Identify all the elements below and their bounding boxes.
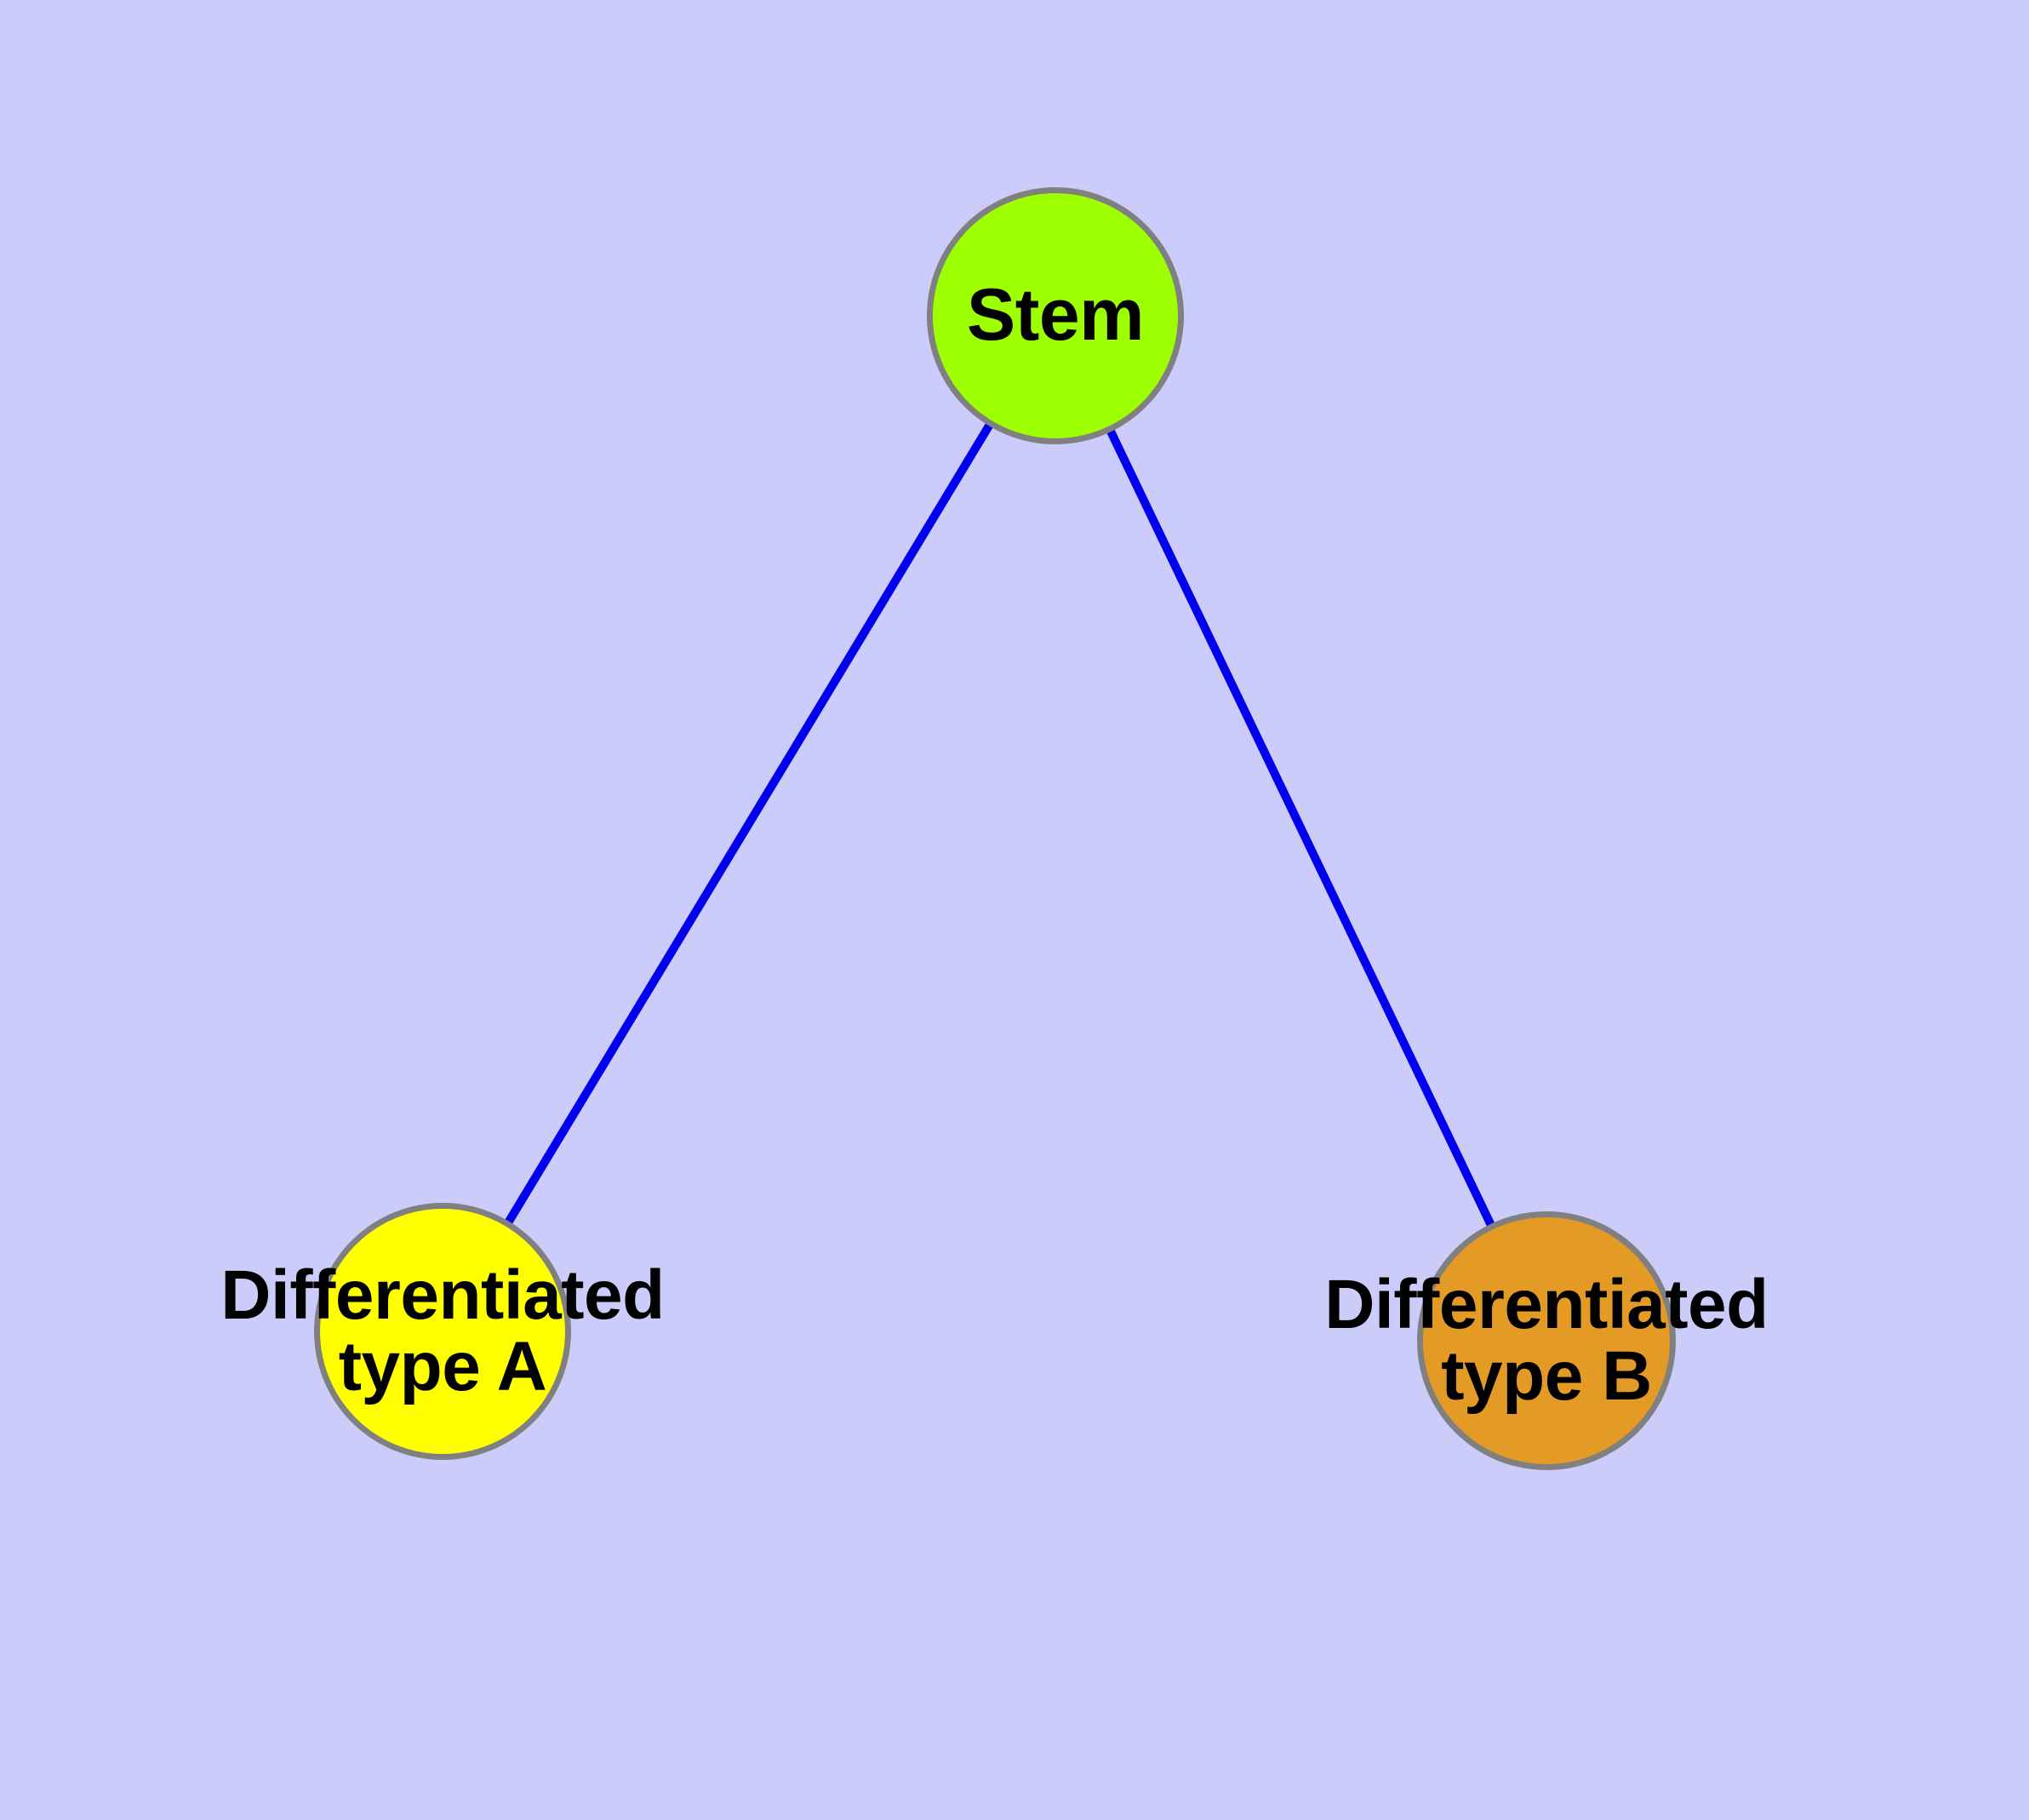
- node-stem[interactable]: Stem: [927, 187, 1184, 444]
- node-diff_a[interactable]: Differentiated type A: [220, 1203, 665, 1460]
- edge-stem-to-diff_b[interactable]: [1051, 313, 1551, 1343]
- node-circle-diff_b[interactable]: [1417, 1211, 1676, 1470]
- node-circle-stem[interactable]: [927, 187, 1184, 444]
- edges-group: [438, 313, 1551, 1343]
- node-circle-diff_a[interactable]: [314, 1203, 571, 1460]
- node-diff_b[interactable]: Differentiated type B: [1324, 1211, 1769, 1470]
- edge-stem-to-diff_a[interactable]: [438, 313, 1060, 1334]
